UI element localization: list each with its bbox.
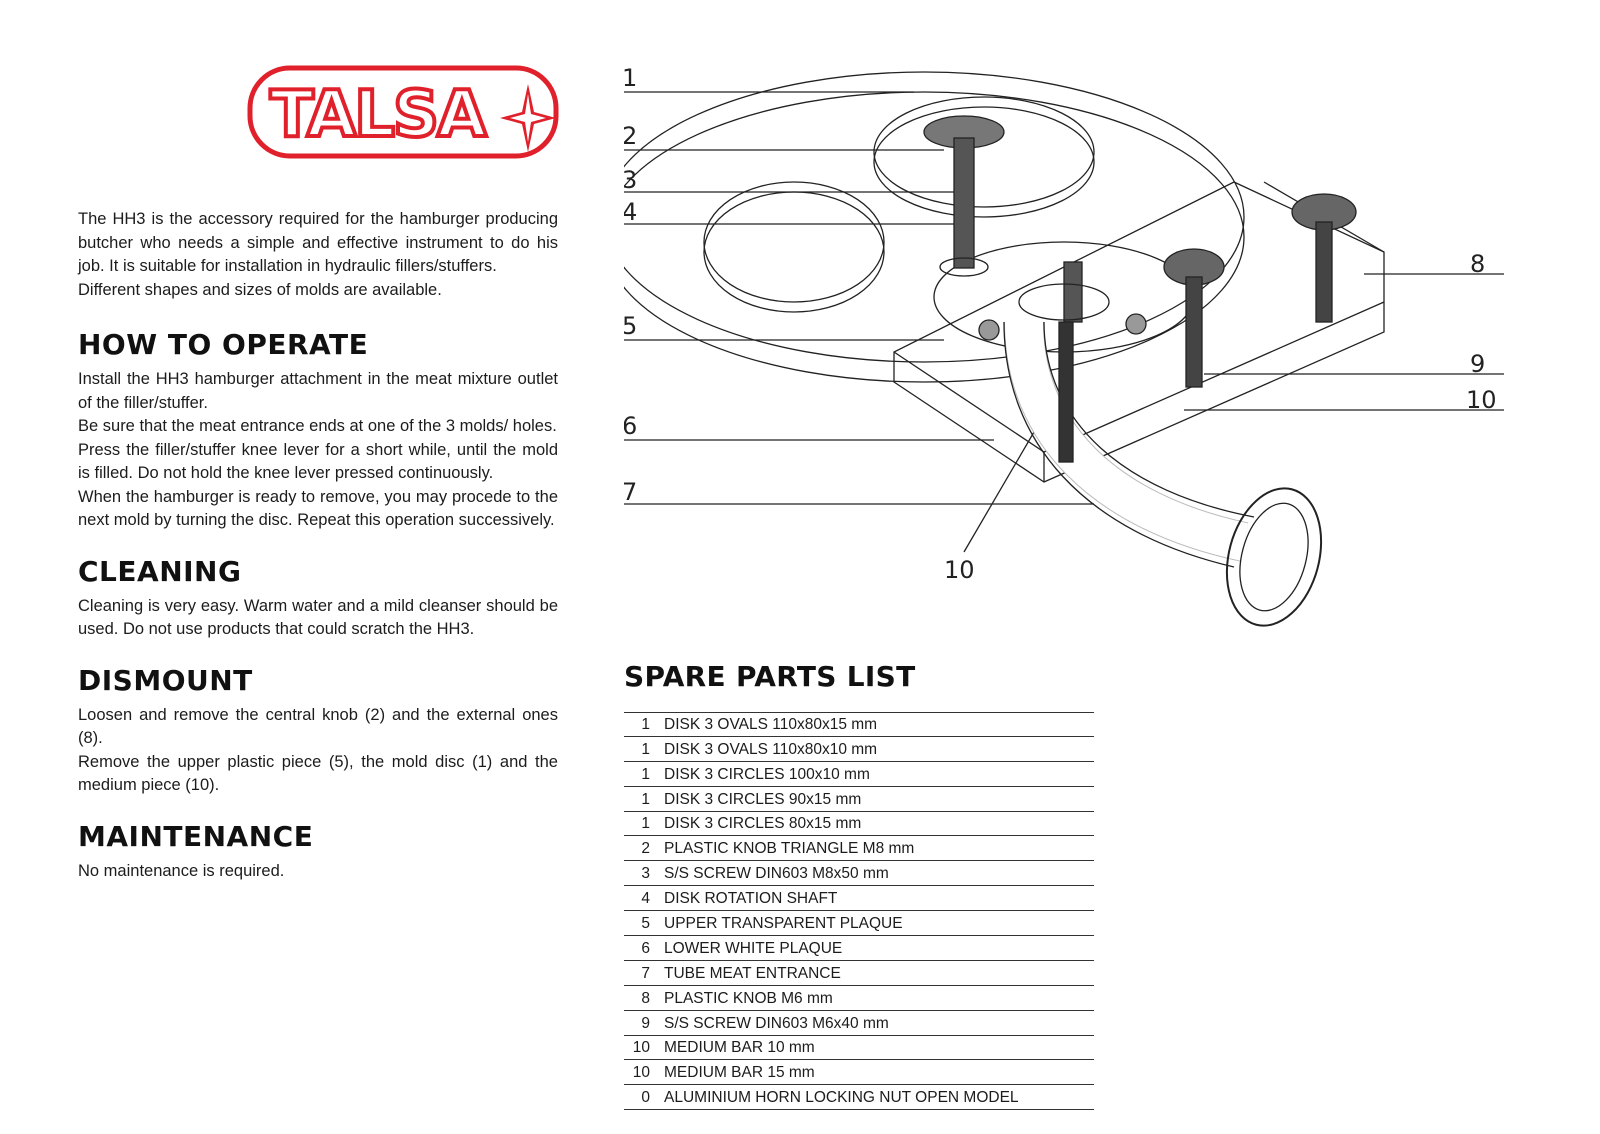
callout-7: 7 (624, 478, 637, 506)
intro-text: The HH3 is the accessory required for th… (78, 210, 558, 275)
part-desc: S/S SCREW DIN603 M8x50 mm (664, 865, 889, 883)
table-row: 1 DISK 3 OVALS 110x80x15 mm (624, 712, 1094, 737)
logo-text: TALSA (270, 78, 487, 152)
how-to-operate-title: HOW TO OPERATE (78, 328, 369, 361)
table-row: 8 PLASTIC KNOB M6 mm (624, 986, 1094, 1011)
part-qty: 1 (641, 740, 650, 758)
table-row: 10 MEDIUM BAR 15 mm (624, 1060, 1094, 1086)
table-row: 7 TUBE MEAT ENTRANCE (624, 961, 1094, 986)
table-row: 6 LOWER WHITE PLAQUE (624, 936, 1094, 961)
part-qty: 1 (641, 715, 650, 733)
table-row: 9 S/S SCREW DIN603 M6x40 mm (624, 1011, 1094, 1036)
part-qty: 1 (641, 765, 650, 783)
intro-text-2: Different shapes and sizes of molds are … (78, 280, 442, 299)
cleaning-text: Cleaning is very easy. Warm water and a … (78, 596, 558, 639)
callout-10-bottom: 10 (944, 556, 975, 584)
part-desc: UPPER TRANSPARENT PLAQUE (664, 915, 903, 933)
part-qty: 10 (632, 1064, 650, 1082)
part-qty: 7 (641, 964, 650, 982)
part-desc: DISK 3 CIRCLES 100x10 mm (664, 765, 870, 783)
callout-10-right: 10 (1466, 386, 1497, 414)
part-desc: DISK 3 CIRCLES 80x15 mm (664, 815, 862, 833)
part-desc: DISK 3 OVALS 110x80x10 mm (664, 740, 878, 758)
exploded-assembly-diagram: 1 2 3 4 5 6 7 8 9 10 10 (624, 64, 1504, 627)
table-row: 1 DISK 3 CIRCLES 80x15 mm (624, 812, 1094, 837)
spare-parts-title: SPARE PARTS LIST (624, 660, 916, 693)
part-desc: MEDIUM BAR 10 mm (664, 1039, 815, 1057)
operate-paragraph: Press the filler/stuffer knee lever for … (78, 440, 558, 483)
callout-8: 8 (1470, 250, 1485, 278)
maintenance-text: No maintenance is required. (78, 861, 285, 880)
part-qty: 9 (641, 1014, 650, 1032)
operate-paragraph: Install the HH3 hamburger attachment in … (78, 370, 558, 412)
part-qty: 1 (641, 790, 650, 808)
part-desc: DISK 3 CIRCLES 90x15 mm (664, 790, 862, 808)
dismount-title: DISMOUNT (78, 663, 253, 697)
part-qty: 4 (641, 890, 650, 908)
table-row: 10 MEDIUM BAR 10 mm (624, 1036, 1094, 1061)
part-desc: S/S SCREW DIN603 M6x40 mm (664, 1014, 889, 1032)
operate-paragraph: Be sure that the meat entrance ends at o… (78, 417, 557, 435)
table-row: 5 UPPER TRANSPARENT PLAQUE (624, 911, 1094, 937)
part-desc: ALUMINIUM HORN LOCKING NUT OPEN MODEL (664, 1089, 1019, 1107)
callout-3: 3 (624, 166, 637, 194)
callout-2: 2 (624, 122, 637, 150)
part-qty: 5 (641, 915, 650, 933)
part-desc: PLASTIC KNOB M6 mm (664, 989, 833, 1007)
part-desc: LOWER WHITE PLAQUE (664, 939, 843, 957)
table-row: 3 S/S SCREW DIN603 M8x50 mm (624, 861, 1094, 887)
maintenance-title: MAINTENANCE (78, 819, 314, 853)
part-qty: 10 (632, 1039, 650, 1057)
callout-4: 4 (624, 198, 637, 226)
how-to-operate-section: HOW TO OPERATE Install the HH3 hamburger… (78, 328, 558, 533)
part-desc: PLASTIC KNOB TRIANGLE M8 mm (664, 840, 915, 858)
part-desc: MEDIUM BAR 15 mm (664, 1064, 815, 1082)
part-qty: 3 (641, 865, 650, 883)
part-qty: 2 (641, 840, 650, 858)
part-qty: 1 (641, 815, 650, 833)
maintenance-section: MAINTENANCE No maintenance is required. (78, 820, 558, 884)
cleaning-title: CLEANING (78, 554, 242, 588)
part-qty: 6 (641, 939, 650, 957)
part-qty: 0 (641, 1089, 650, 1107)
part-desc: DISK 3 OVALS 110x80x15 mm (664, 715, 878, 733)
part-desc: TUBE MEAT ENTRANCE (664, 964, 841, 982)
table-row: 1 DISK 3 CIRCLES 100x10 mm (624, 762, 1094, 787)
cleaning-section: CLEANING Cleaning is very easy. Warm wat… (78, 555, 558, 642)
callout-9: 9 (1470, 350, 1485, 378)
callout-6: 6 (624, 412, 637, 440)
dismount-paragraph: Remove the upper plastic piece (5), the … (78, 752, 558, 795)
talsa-logo: TALSA (247, 65, 559, 159)
operate-paragraph: When the hamburger is ready to remove, y… (78, 487, 558, 530)
table-row: 4 DISK ROTATION SHAFT (624, 886, 1094, 912)
part-qty: 8 (641, 989, 650, 1007)
dismount-section: DISMOUNT Loosen and remove the central k… (78, 664, 558, 798)
table-row: 0 ALUMINIUM HORN LOCKING NUT OPEN MODEL (624, 1085, 1094, 1111)
table-row: 1 DISK 3 CIRCLES 90x15 mm (624, 787, 1094, 812)
table-row: 1 DISK 3 OVALS 110x80x10 mm (624, 737, 1094, 762)
instructions-column: The HH3 is the accessory required for th… (78, 208, 558, 905)
callout-1: 1 (624, 64, 637, 92)
callout-5: 5 (624, 312, 637, 340)
table-row: 2 PLASTIC KNOB TRIANGLE M8 mm (624, 836, 1094, 862)
dismount-paragraph: Loosen and remove the central knob (2) a… (78, 705, 558, 748)
part-desc: DISK ROTATION SHAFT (664, 890, 838, 908)
